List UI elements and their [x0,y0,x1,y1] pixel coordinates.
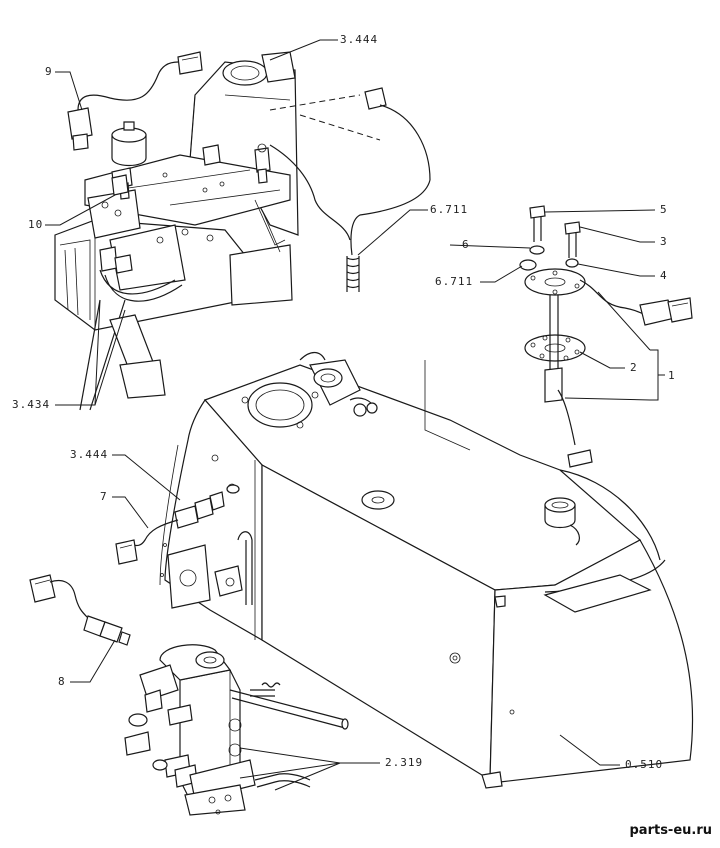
callout-labels: 3.444 9 10 3.434 6.711 5 6 3 6.711 4 2 1… [12,33,676,771]
callout-2319: 2.319 [385,756,423,769]
callout-6: 6 [462,238,470,251]
callout-9: 9 [45,65,53,78]
callout-3434: 3.434 [12,398,50,411]
callout-1: 1 [668,369,676,382]
watermark: parts-eu.ru [629,823,712,838]
callout-2: 2 [630,361,638,374]
callout-6711-b: 6.711 [435,275,473,288]
callout-0510: 0.510 [625,758,663,771]
callout-7: 7 [100,490,108,503]
callout-5: 5 [660,203,668,216]
callout-6711-a: 6.711 [430,203,468,216]
callout-3444-top: 3.444 [340,33,378,46]
upper-assembly [54,51,431,411]
hydraulic-tank [159,351,694,789]
leader-lines [45,39,665,791]
callout-10: 10 [28,218,43,231]
callout-8: 8 [58,675,66,688]
callout-3444-left: 3.444 [70,448,108,461]
valve-block [124,644,349,816]
callout-4: 4 [660,269,668,282]
left-sensors [29,484,240,646]
callout-3: 3 [660,235,668,248]
level-sender-assembly [519,205,693,468]
